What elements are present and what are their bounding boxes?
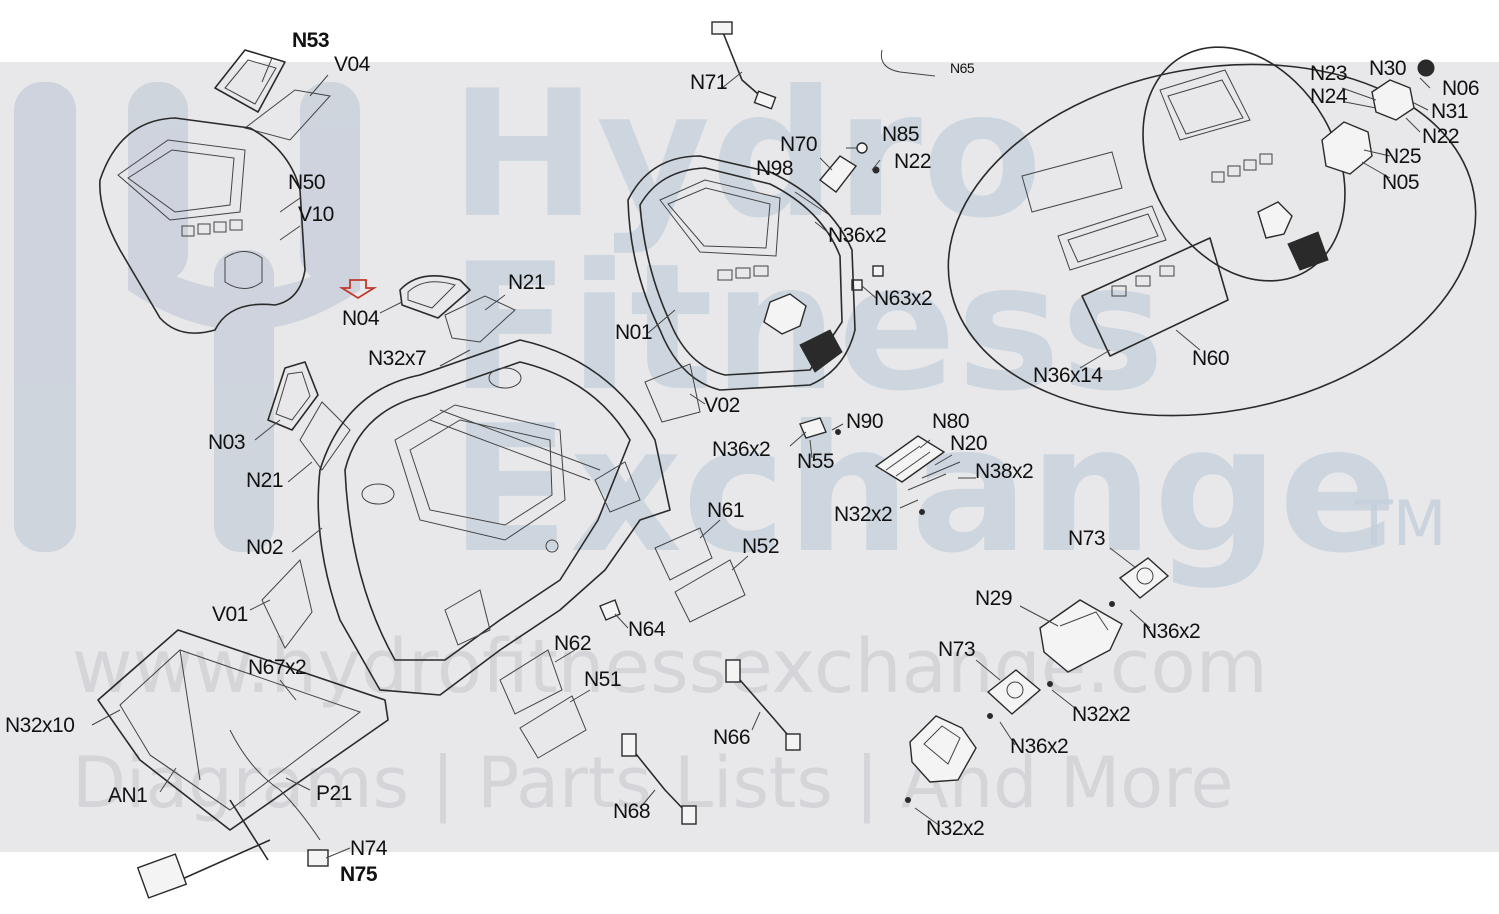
label-n90: N90 <box>846 410 884 433</box>
label-n31: N31 <box>1431 100 1469 123</box>
label-n64: N64 <box>628 618 666 641</box>
label-n32x2-mid: N32x2 <box>834 503 893 526</box>
label-n55: N55 <box>797 450 835 473</box>
label-n38x2: N38x2 <box>975 460 1034 483</box>
label-n70: N70 <box>780 133 818 156</box>
label-p21: P21 <box>316 782 352 805</box>
part-n50-overlay <box>99 117 306 334</box>
part-cup-holder <box>905 715 977 803</box>
leader-lines <box>91 57 1431 859</box>
part-v04-film <box>243 89 331 141</box>
label-n66: N66 <box>713 726 751 749</box>
label-n61: N61 <box>707 499 745 522</box>
label-n67x2: N67x2 <box>248 656 307 679</box>
inset-keypad-n05 <box>1321 79 1415 175</box>
label-n03: N03 <box>208 431 246 454</box>
label-n71: N71 <box>690 71 728 94</box>
part-n29-bracket <box>1039 599 1123 673</box>
label-n36x2-mid: N36x2 <box>712 438 771 461</box>
part-n02-housing <box>317 339 671 696</box>
label-n04: N04 <box>342 307 380 330</box>
part-n61-pad <box>654 527 713 581</box>
label-n06: N06 <box>1442 77 1480 100</box>
label-n53: N53 <box>292 29 330 52</box>
label-n80: N80 <box>932 410 970 433</box>
highlight-arrow-icon <box>338 279 378 300</box>
label-n22-console: N22 <box>894 150 932 173</box>
part-v02-film <box>644 363 701 423</box>
part-n73-lower <box>986 669 1053 719</box>
label-v01: V01 <box>212 603 248 626</box>
label-n25: N25 <box>1384 145 1422 168</box>
label-n29: N29 <box>975 587 1013 610</box>
label-n01: N01 <box>615 321 653 344</box>
part-n71-cable <box>711 21 777 110</box>
label-v04: V04 <box>334 53 370 76</box>
label-n23: N23 <box>1310 62 1348 85</box>
part-n73-upper <box>1109 557 1170 607</box>
label-n36x2-console: N36x2 <box>828 224 887 247</box>
inset-key-row <box>1211 153 1273 183</box>
part-n70-board <box>794 155 858 215</box>
label-n60: N60 <box>1192 347 1230 370</box>
part-n01-console <box>627 155 856 391</box>
label-n62: N62 <box>554 632 592 655</box>
label-n21-lower: N21 <box>246 469 284 492</box>
label-n63x2: N63x2 <box>874 287 933 310</box>
part-n68-cable <box>621 733 697 825</box>
label-n32x2-right: N32x2 <box>1072 703 1131 726</box>
label-n30: N30 <box>1369 57 1407 80</box>
label-n36x2-right: N36x2 <box>1142 620 1201 643</box>
label-v10: V10 <box>298 203 334 226</box>
label-v02: V02 <box>704 394 740 417</box>
part-v01-film <box>261 558 313 649</box>
label-n68: N68 <box>613 800 651 823</box>
overlay-key-row <box>181 219 243 237</box>
label-n65: N65 <box>950 60 975 76</box>
part-n64-fastener <box>599 599 621 621</box>
part-n80-module <box>874 435 961 515</box>
part-n53-screen-cover <box>214 49 286 113</box>
label-an1: AN1 <box>108 784 148 807</box>
label-n05: N05 <box>1382 171 1420 194</box>
label-n50: N50 <box>288 171 326 194</box>
label-n21-upper: N21 <box>508 271 546 294</box>
label-n24: N24 <box>1310 85 1348 108</box>
label-n36x2-lower: N36x2 <box>1010 735 1069 758</box>
inset-board-sockets <box>1111 265 1175 297</box>
part-n22-screw <box>872 166 880 174</box>
label-n20: N20 <box>950 432 988 455</box>
label-n74: N74 <box>350 837 388 860</box>
label-n22-inset: N22 <box>1422 125 1460 148</box>
part-n63-buttons <box>851 265 884 291</box>
label-n02: N02 <box>246 536 284 559</box>
label-n36x14: N36x14 <box>1033 364 1103 387</box>
label-n85: N85 <box>882 123 920 146</box>
label-n32x10: N32x10 <box>5 714 75 737</box>
label-n51: N51 <box>584 668 622 691</box>
label-n73-lower: N73 <box>938 638 976 661</box>
label-n98: N98 <box>756 157 794 180</box>
part-an1-base-frame <box>97 629 389 899</box>
part-n21-pad-upper <box>444 295 516 343</box>
part-n52-pad <box>674 559 746 623</box>
part-n65-cable <box>880 49 936 77</box>
detail-inset <box>947 46 1477 417</box>
console-key-row <box>717 265 769 281</box>
part-n62-pad <box>499 649 563 715</box>
label-n73-upper: N73 <box>1068 527 1106 550</box>
part-n30-knob <box>1417 59 1435 77</box>
label-n32x7: N32x7 <box>368 347 427 370</box>
part-n21-pad-lower <box>299 401 351 471</box>
part-n03-grille <box>267 361 319 431</box>
label-n52: N52 <box>742 535 780 558</box>
label-n75: N75 <box>340 863 378 886</box>
part-n51-pad <box>519 695 587 759</box>
label-n32x2-bottom: N32x2 <box>926 817 985 840</box>
part-n66-cable <box>725 659 801 751</box>
part-n04-grille <box>399 274 471 319</box>
